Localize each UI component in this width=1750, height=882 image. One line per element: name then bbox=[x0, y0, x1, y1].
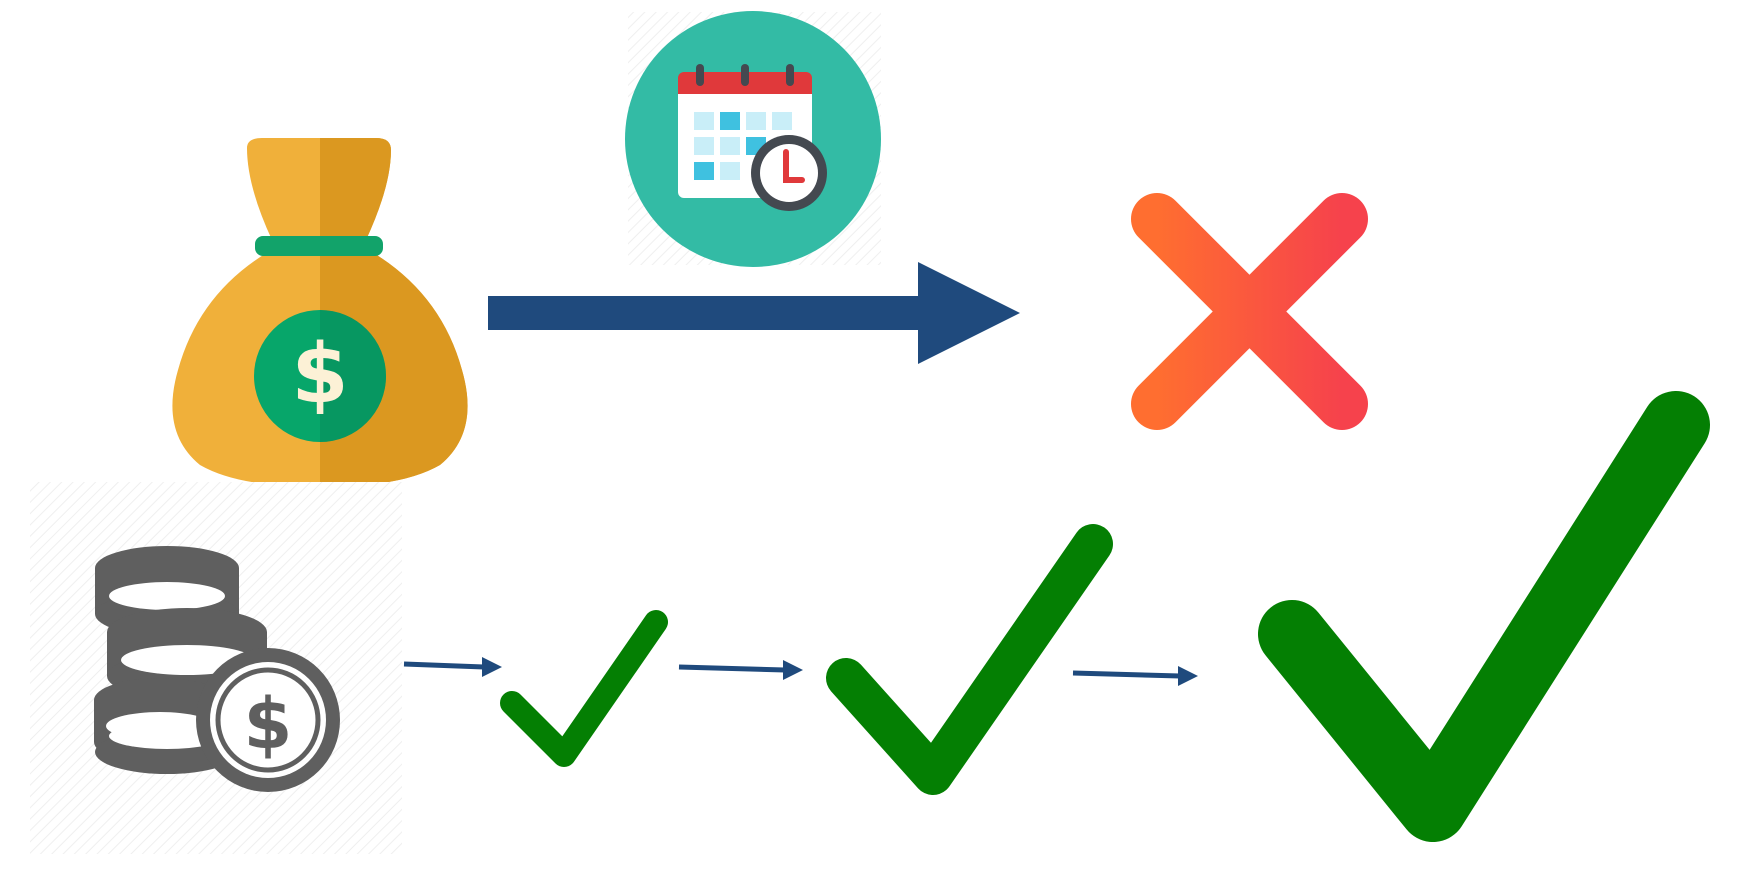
small-arrow-1 bbox=[403, 657, 502, 677]
small-arrow-2 bbox=[678, 660, 803, 680]
dollar-sign-icon: $ bbox=[254, 310, 386, 442]
coin-stack-icon: $ bbox=[30, 482, 402, 854]
calendar-clock-icon bbox=[625, 11, 881, 267]
small-arrow-3 bbox=[1072, 666, 1198, 686]
check-large bbox=[1258, 391, 1710, 842]
cross-icon bbox=[1131, 193, 1368, 430]
money-bag-icon: $ bbox=[172, 138, 468, 487]
svg-text:$: $ bbox=[244, 683, 293, 765]
check-medium bbox=[826, 524, 1113, 795]
check-small bbox=[500, 610, 668, 767]
svg-text:$: $ bbox=[291, 327, 348, 422]
arrow-right-icon bbox=[488, 262, 1020, 364]
